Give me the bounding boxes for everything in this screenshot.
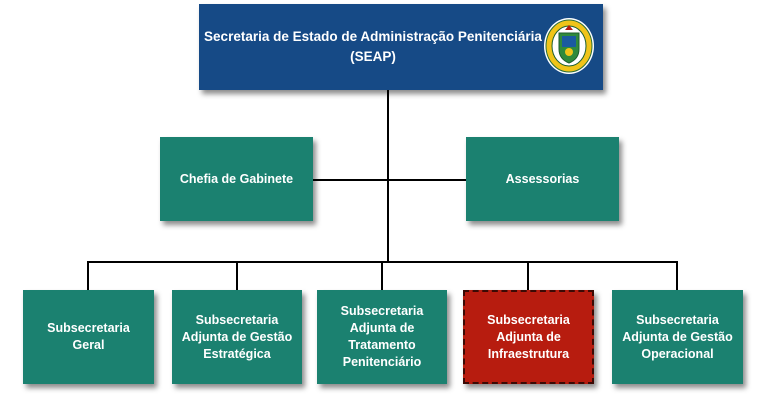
subsecretaria-gestao-operacional-label: Subsecretaria Adjunta de Gestão Operacio… <box>622 312 733 361</box>
top-box-seap: Secretaria de Estado de Administração Pe… <box>199 4 603 90</box>
subsecretaria-tratamento-penitenciario-box: Subsecretaria Adjunta de Tratamento Peni… <box>317 290 447 384</box>
top-title: Secretaria de Estado de Administração Pe… <box>204 29 542 44</box>
subsecretaria-gestao-estrategica-label: Subsecretaria Adjunta de Gestão Estratég… <box>181 312 293 361</box>
assessorias-box: Assessorias <box>466 137 619 221</box>
top-subtitle: (SEAP) <box>350 49 396 64</box>
chefia-de-gabinete-box: Chefia de Gabinete <box>160 137 313 221</box>
chefia-de-gabinete-label: Chefia de Gabinete <box>179 171 294 186</box>
subsecretaria-infraestrutura-box: Subsecretaria Adjunta de Infraestrutura <box>463 290 594 384</box>
subsecretaria-geral-box: Subsecretaria Geral <box>23 290 154 384</box>
subsecretaria-tratamento-penitenciario-label: Subsecretaria Adjunta de Tratamento Peni… <box>340 304 424 369</box>
seal-icon <box>544 18 594 74</box>
subsecretaria-geral-label: Subsecretaria Geral <box>47 321 130 352</box>
subsecretaria-infraestrutura-label: Subsecretaria Adjunta de Infraestrutura <box>487 312 570 361</box>
subsecretaria-gestao-operacional-box: Subsecretaria Adjunta de Gestão Operacio… <box>612 290 743 384</box>
subsecretaria-gestao-estrategica-box: Subsecretaria Adjunta de Gestão Estratég… <box>172 290 302 384</box>
assessorias-label: Assessorias <box>505 171 580 186</box>
